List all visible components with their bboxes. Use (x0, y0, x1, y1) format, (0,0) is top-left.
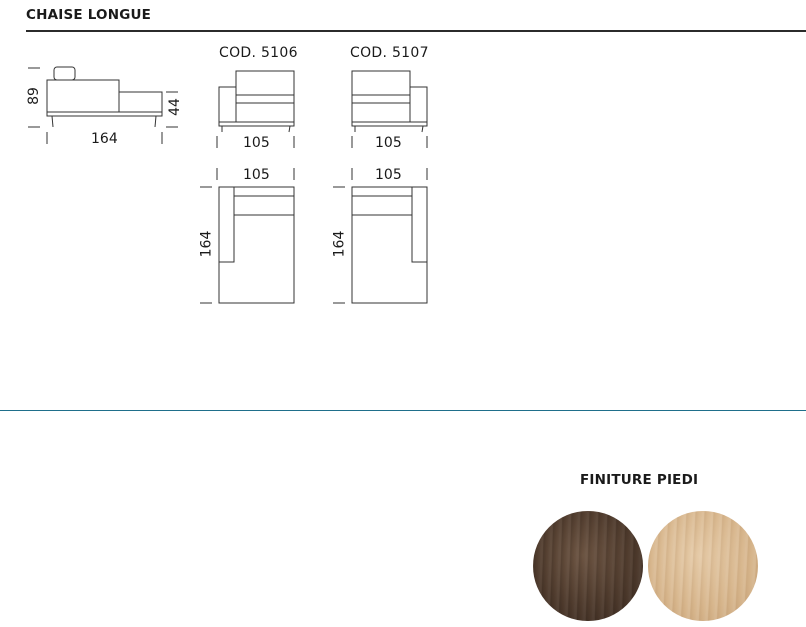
finishes-title: FINITURE PIEDI (580, 472, 699, 488)
section-divider (0, 410, 806, 411)
model-5106-top-drawing (200, 168, 295, 304)
model-5107-top-depth-label: 164 (331, 230, 348, 258)
section-title: CHAISE LONGUE (26, 7, 152, 23)
side-height-label: 89 (25, 87, 42, 105)
dark-wood-swatch (533, 511, 643, 621)
title-rule (26, 30, 806, 32)
model-5107-top-width-label: 105 (375, 167, 402, 183)
model-5106-top-depth-label: 164 (198, 230, 215, 258)
model-5107-front-drawing (351, 70, 428, 148)
model-5107-top-drawing (333, 168, 428, 304)
technical-drawings (28, 66, 428, 304)
model-code-5106: COD. 5106 (219, 45, 298, 61)
model-5106-front-drawing (216, 70, 295, 148)
side-view-drawing (28, 66, 178, 144)
side-seat-height-label: 44 (166, 98, 183, 116)
model-5107-front-width-label: 105 (375, 135, 402, 151)
light-oak-swatch (648, 511, 758, 621)
model-5106-top-width-label: 105 (243, 167, 270, 183)
model-5106-front-width-label: 105 (243, 135, 270, 151)
side-length-label: 164 (91, 131, 118, 147)
model-code-5107: COD. 5107 (350, 45, 429, 61)
